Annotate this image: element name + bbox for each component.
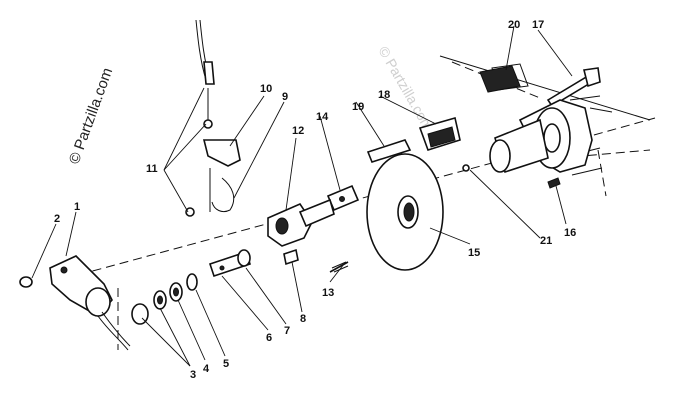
part-5-washer xyxy=(186,273,198,291)
part-12-cam xyxy=(267,198,335,247)
part-6-7-arm xyxy=(208,249,252,278)
part-2-nut xyxy=(19,276,33,288)
part-4-nut xyxy=(169,282,183,302)
part-13-rod xyxy=(329,261,349,273)
part-17-bolt xyxy=(546,67,601,108)
part-16-key xyxy=(547,177,561,189)
leader-lines xyxy=(31,25,573,367)
callout-1: 1 xyxy=(74,201,80,213)
cable-assembly xyxy=(185,19,241,217)
callout-13: 13 xyxy=(322,287,334,299)
part-21-pin xyxy=(462,164,470,172)
callout-3: 3 xyxy=(190,369,196,381)
callout-15: 15 xyxy=(468,247,480,259)
callout-8: 8 xyxy=(300,313,306,325)
callout-10: 10 xyxy=(260,83,272,95)
part-15-sheave xyxy=(366,153,444,271)
callout-18: 18 xyxy=(378,89,390,101)
part-3-washers xyxy=(131,290,167,325)
callout-16: 16 xyxy=(564,227,576,239)
callout-6: 6 xyxy=(266,332,272,344)
part-19-plate xyxy=(366,139,412,163)
callout-14: 14 xyxy=(316,111,329,123)
callout-11: 11 xyxy=(146,163,158,175)
callout-12: 12 xyxy=(292,125,304,137)
callout-labels: 1 2 3 4 5 6 7 8 9 10 11 12 13 14 15 16 1… xyxy=(54,19,576,381)
watermark-primary: © Partzilla.com xyxy=(66,66,117,167)
callout-5: 5 xyxy=(223,358,229,370)
callout-4: 4 xyxy=(203,363,210,375)
part-8-link xyxy=(283,248,299,266)
part-18-pad xyxy=(418,116,461,151)
part-1-lever xyxy=(49,255,131,351)
callout-20: 20 xyxy=(508,19,520,31)
callout-19: 19 xyxy=(352,101,364,113)
callout-7: 7 xyxy=(284,325,290,337)
callout-9: 9 xyxy=(282,91,288,103)
callout-21: 21 xyxy=(540,235,552,247)
callout-2: 2 xyxy=(54,213,60,225)
callout-17: 17 xyxy=(532,19,544,31)
driven-hub-assembly xyxy=(489,95,613,176)
part-20-plate xyxy=(479,65,521,93)
